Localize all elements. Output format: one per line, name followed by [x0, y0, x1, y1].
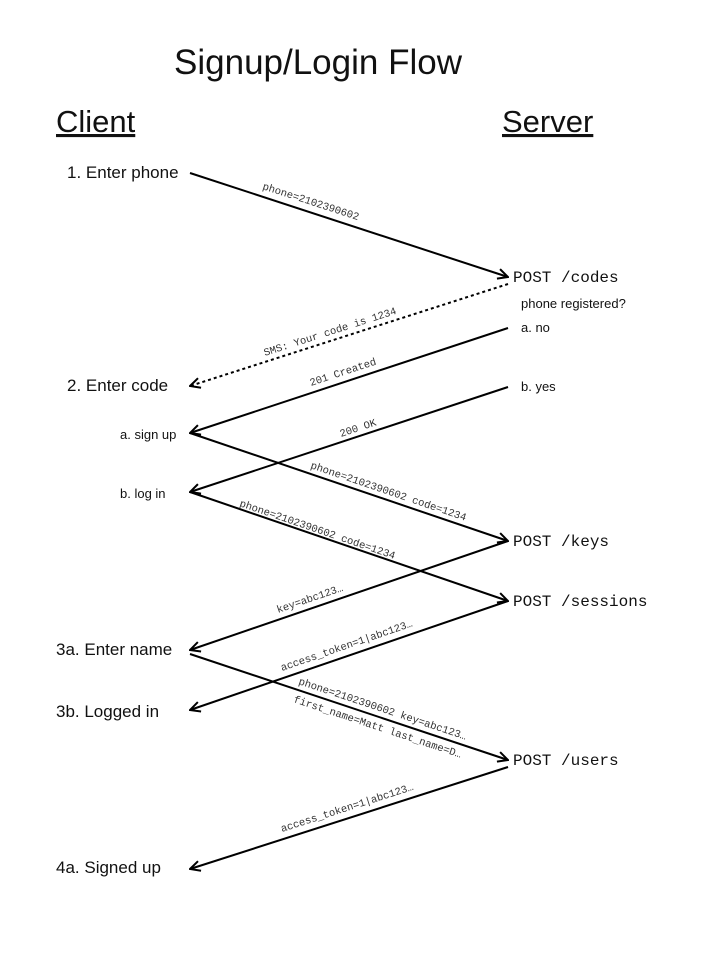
arrow-201-created	[190, 327, 509, 433]
message-201-created: 201 Created	[308, 357, 378, 390]
message-login-code: phone=2102390602 code=1234	[238, 498, 397, 562]
arrow-phone-to-codes	[189, 172, 508, 277]
server-note-no: a. no	[521, 320, 550, 335]
client-step-enter-name: 3a. Enter name	[56, 640, 172, 659]
server-endpoint-codes: POST /codes	[513, 269, 619, 287]
arrow-users-token-response	[190, 766, 509, 869]
server-endpoint-sessions: POST /sessions	[513, 593, 647, 611]
diagram-title: Signup/Login Flow	[174, 43, 463, 82]
client-step-enter-phone: 1. Enter phone	[67, 163, 179, 182]
server-note-yes: b. yes	[521, 379, 556, 394]
arrow-login-to-sessions	[189, 491, 508, 601]
client-column-header: Client	[56, 104, 136, 139]
server-column-header: Server	[502, 104, 593, 139]
server-endpoint-keys: POST /keys	[513, 533, 609, 551]
arrow-200-ok	[190, 386, 509, 492]
arrow-key-response	[190, 540, 509, 650]
server-endpoint-users: POST /users	[513, 752, 619, 770]
client-step-sign-up: a. sign up	[120, 427, 176, 442]
client-step-enter-code: 2. Enter code	[67, 376, 168, 395]
server-note-phone-registered: phone registered?	[521, 296, 626, 311]
client-step-signed-up: 4a. Signed up	[56, 858, 161, 877]
message-signup-code: phone=2102390602 code=1234	[309, 460, 468, 524]
message-phone: phone=2102390602	[261, 181, 361, 224]
message-access-token-users: access_token=1|abc123…	[280, 782, 416, 836]
client-step-log-in: b. log in	[120, 486, 166, 501]
arrow-sms-code	[190, 283, 509, 386]
message-access-token-session: access_token=1|abc123…	[279, 619, 414, 675]
message-sms: SMS: Your code is 1234	[263, 306, 399, 360]
client-step-logged-in: 3b. Logged in	[56, 702, 159, 721]
arrow-signup-to-keys	[189, 432, 508, 541]
arrow-name-to-users	[189, 653, 508, 760]
arrow-session-token-response	[190, 600, 509, 710]
